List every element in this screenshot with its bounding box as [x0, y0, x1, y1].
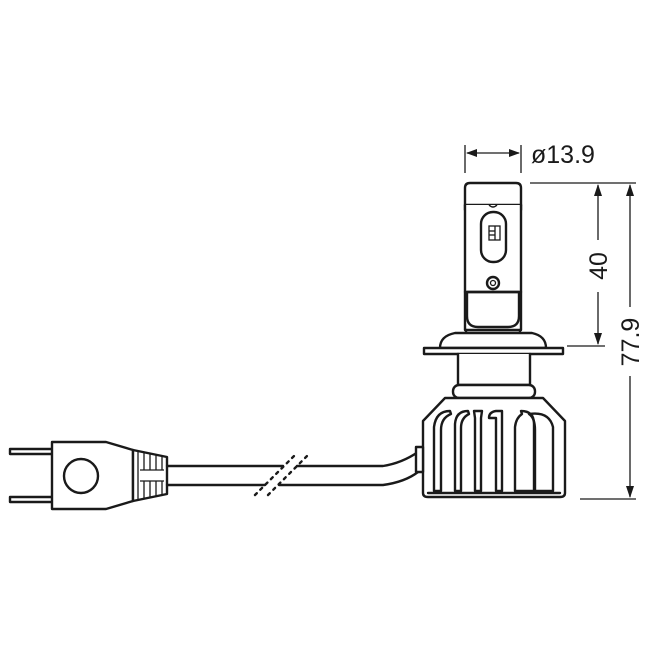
connector-plug	[8, 440, 169, 511]
bulb-lower-body	[465, 290, 521, 329]
dimension-total-height: 77.9	[580, 184, 645, 500]
bulb-head	[422, 181, 565, 400]
heat-sink-cable-entry	[414, 445, 425, 474]
heat-sink	[414, 396, 567, 499]
strain-relief-ribs	[137, 451, 164, 500]
head-height-label: 40	[585, 252, 613, 280]
bulb-flange-plate	[422, 346, 565, 356]
cable	[165, 450, 420, 497]
cable-break-mark-2	[266, 452, 311, 497]
led-chip-icon	[488, 225, 501, 241]
dimension-diameter: ø13.9	[464, 141, 595, 173]
total-height-label: 77.9	[617, 318, 645, 367]
bulb-neck	[456, 352, 532, 387]
cable-top-edge-right	[295, 450, 420, 468]
bulb-flange-dome	[438, 331, 548, 350]
bulb-neck-ring	[451, 383, 537, 400]
led-chip-window	[479, 210, 508, 264]
screw-inner	[489, 279, 497, 287]
bulb-top-cap	[463, 181, 523, 212]
dimension-head-height: 40	[530, 182, 636, 347]
bulb-notch	[488, 204, 498, 208]
connector-round-mark	[62, 457, 100, 495]
connector-pin-top	[8, 447, 54, 456]
heat-sink-body	[421, 396, 567, 499]
cable-bottom-edge-right	[277, 470, 420, 487]
heat-sink-fins	[432, 409, 555, 493]
diameter-label: ø13.9	[531, 141, 595, 169]
connector-pin-bottom	[8, 495, 54, 504]
screw-outer	[485, 275, 501, 291]
cable-break-mark-1	[253, 452, 298, 497]
